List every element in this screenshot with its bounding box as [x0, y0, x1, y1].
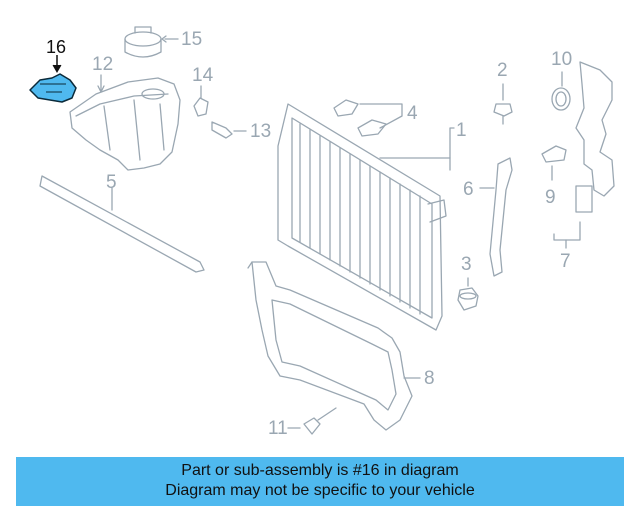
part-10-grommet [551, 71, 571, 111]
banner-line-2: Diagram may not be specific to your vehi… [165, 482, 475, 499]
part-7-air-duct [553, 61, 615, 249]
callout-2: 2 [497, 60, 508, 81]
callout-7: 7 [560, 251, 571, 272]
part-13-hose [211, 121, 247, 139]
callout-15: 15 [181, 29, 203, 50]
callout-4: 4 [407, 103, 418, 124]
callout-3: 3 [461, 254, 472, 275]
part-2-bolt [493, 83, 513, 125]
callout-13: 13 [250, 121, 272, 142]
callout-14: 14 [192, 65, 214, 86]
part-9-clip [541, 145, 567, 181]
part-4-clips [333, 99, 403, 137]
part-14-level-sensor [193, 85, 209, 117]
callout-16: 16 [46, 37, 67, 57]
part-12-expansion-tank [69, 74, 181, 171]
part-15-expansion-tank-cap [124, 26, 179, 58]
callout-9: 9 [545, 187, 556, 208]
callout-10: 10 [551, 49, 573, 70]
part-6-bracket [479, 157, 513, 277]
part-11-screw [287, 407, 337, 435]
callout-11: 11 [268, 418, 288, 439]
part-5-seal-strip [39, 175, 205, 273]
callout-8: 8 [424, 368, 435, 389]
callout-12: 12 [92, 54, 114, 75]
part-1-radiator [277, 103, 455, 331]
part-8-radiator-support [247, 261, 421, 431]
info-banner: Part or sub-assembly is #16 in diagram D… [16, 457, 624, 506]
callout-6: 6 [463, 179, 474, 200]
banner-line-1: Part or sub-assembly is #16 in diagram [181, 462, 459, 479]
part-16-highlighted-bracket [29, 55, 77, 103]
part-3-mount [457, 277, 479, 311]
callout-1: 1 [456, 120, 467, 141]
callout-5: 5 [106, 172, 117, 193]
